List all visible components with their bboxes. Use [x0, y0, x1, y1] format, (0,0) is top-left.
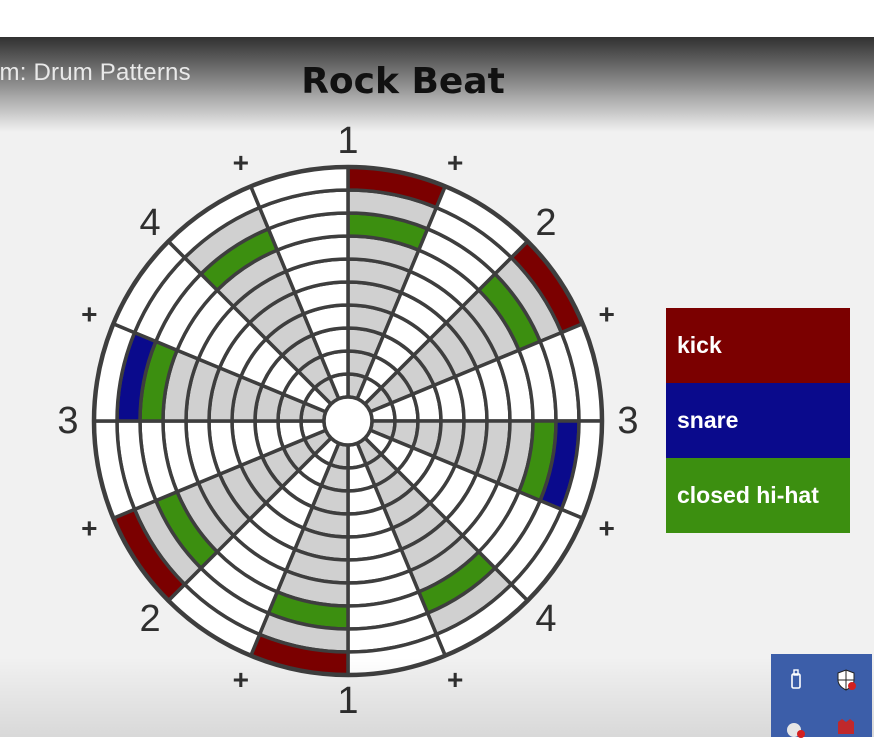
wheel-center [322, 395, 374, 447]
video-title[interactable]: hm: Drum Patterns [0, 59, 191, 86]
count-label-beat-9: 1 [337, 680, 358, 722]
count-label-beat-7: 4 [535, 598, 556, 640]
count-label-and-8: + [447, 664, 463, 695]
count-label-and-16: + [233, 147, 249, 178]
legend-item-closed-hihat: closed hi-hat [666, 458, 850, 533]
count-label-and-12: + [81, 513, 97, 544]
video-top-shade [0, 37, 874, 132]
system-tray-popup [771, 654, 872, 740]
count-label-beat-3: 2 [535, 202, 556, 244]
wheel-rim [91, 164, 605, 678]
antivirus-icon[interactable] [834, 716, 858, 740]
slide-title: Rock Beat [301, 61, 505, 102]
count-label-beat-13: 3 [57, 400, 78, 442]
count-label-beat-15: 4 [139, 202, 160, 244]
video-player[interactable]: 1+2+3+4+1+2+3+4+ hm: Drum Patterns Rock … [0, 37, 874, 737]
count-label-beat-11: 2 [139, 598, 160, 640]
legend-item-kick: kick [666, 308, 850, 383]
security-shield-icon[interactable] [834, 668, 858, 692]
network-error-icon[interactable] [784, 716, 808, 740]
count-label-and-6: + [599, 513, 615, 544]
usb-drive-icon[interactable] [784, 668, 808, 692]
count-label-and-10: + [233, 664, 249, 695]
count-label-and-4: + [599, 298, 615, 329]
count-label-beat-5: 3 [617, 400, 638, 442]
legend-item-snare: snare [666, 383, 850, 458]
count-label-and-14: + [81, 298, 97, 329]
video-bottom-shade [0, 657, 874, 737]
count-label-and-2: + [447, 147, 463, 178]
drum-pattern-wheel: 1+2+3+4+1+2+3+4+ [57, 120, 638, 722]
legend: kick snare closed hi-hat [666, 308, 850, 533]
